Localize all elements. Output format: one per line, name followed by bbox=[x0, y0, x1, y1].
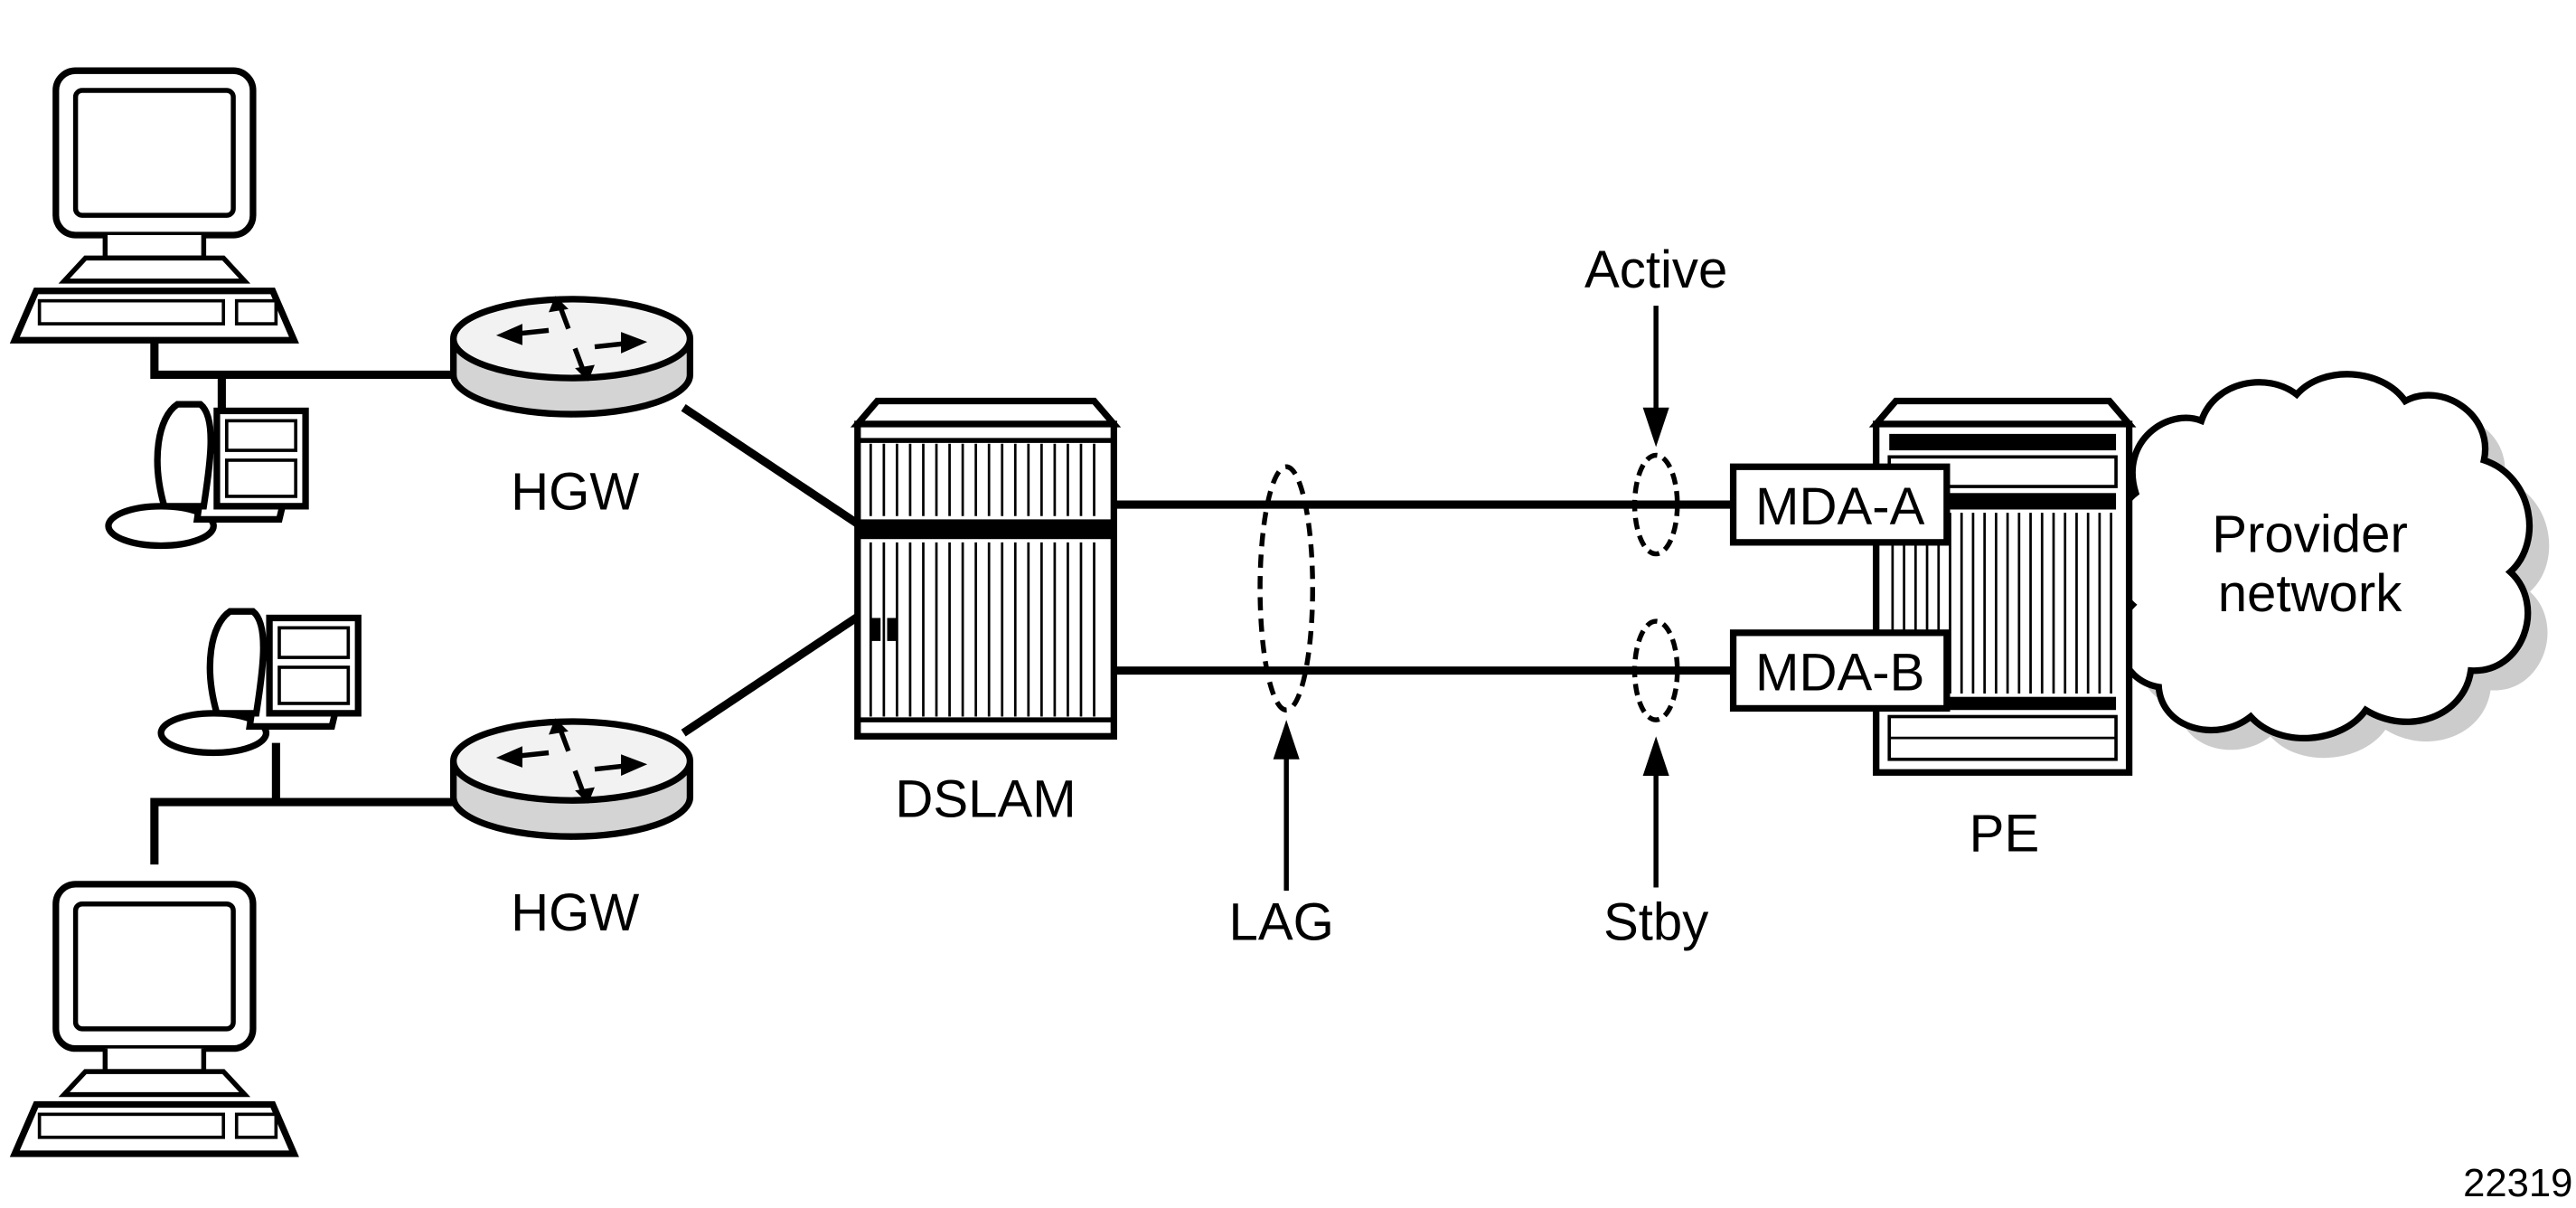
mda-b-label: MDA-B bbox=[1755, 643, 1924, 702]
connections bbox=[150, 328, 1734, 865]
dslam-chassis-icon bbox=[850, 397, 1122, 740]
hgw-bottom-label: HGW bbox=[511, 883, 639, 942]
router-icon bbox=[454, 718, 691, 836]
desktop-computer-icon bbox=[14, 884, 294, 1154]
link-computer-top-hgw bbox=[150, 328, 454, 379]
lag-arrow-head bbox=[1273, 720, 1300, 760]
mda-a-box: MDA-A bbox=[1729, 463, 1951, 546]
hgw-top-label: HGW bbox=[511, 462, 639, 521]
cloud-icon bbox=[2108, 371, 2550, 759]
telephone-icon bbox=[108, 404, 306, 545]
figure-id-label: 22319 bbox=[2463, 1162, 2572, 1205]
active-ellipse bbox=[1631, 452, 1680, 557]
mda-b-box: MDA-B bbox=[1729, 629, 1951, 713]
lag-ellipse bbox=[1257, 464, 1315, 713]
active-arrow-head bbox=[1642, 407, 1669, 448]
stby-label: Stby bbox=[1603, 893, 1708, 952]
dslam-label: DSLAM bbox=[895, 769, 1076, 828]
lag-label: LAG bbox=[1229, 893, 1334, 952]
provider-network-label-line1: Provider bbox=[2212, 505, 2408, 564]
link-hgw-top-dslam bbox=[681, 404, 863, 530]
desktop-computer-icon bbox=[14, 71, 294, 340]
router-icon bbox=[454, 296, 691, 414]
link-computer-bottom-hgw bbox=[150, 797, 454, 865]
telephone-icon bbox=[161, 611, 358, 752]
pe-label: PE bbox=[1970, 805, 2040, 864]
active-label: Active bbox=[1584, 241, 1727, 299]
mda-a-label: MDA-A bbox=[1755, 477, 1925, 536]
pe-router-chassis-icon bbox=[1868, 397, 2137, 776]
link-hgw-bottom-dslam bbox=[681, 611, 863, 737]
stby-arrow-head bbox=[1642, 736, 1669, 776]
provider-network-label-line2: network bbox=[2218, 564, 2403, 623]
